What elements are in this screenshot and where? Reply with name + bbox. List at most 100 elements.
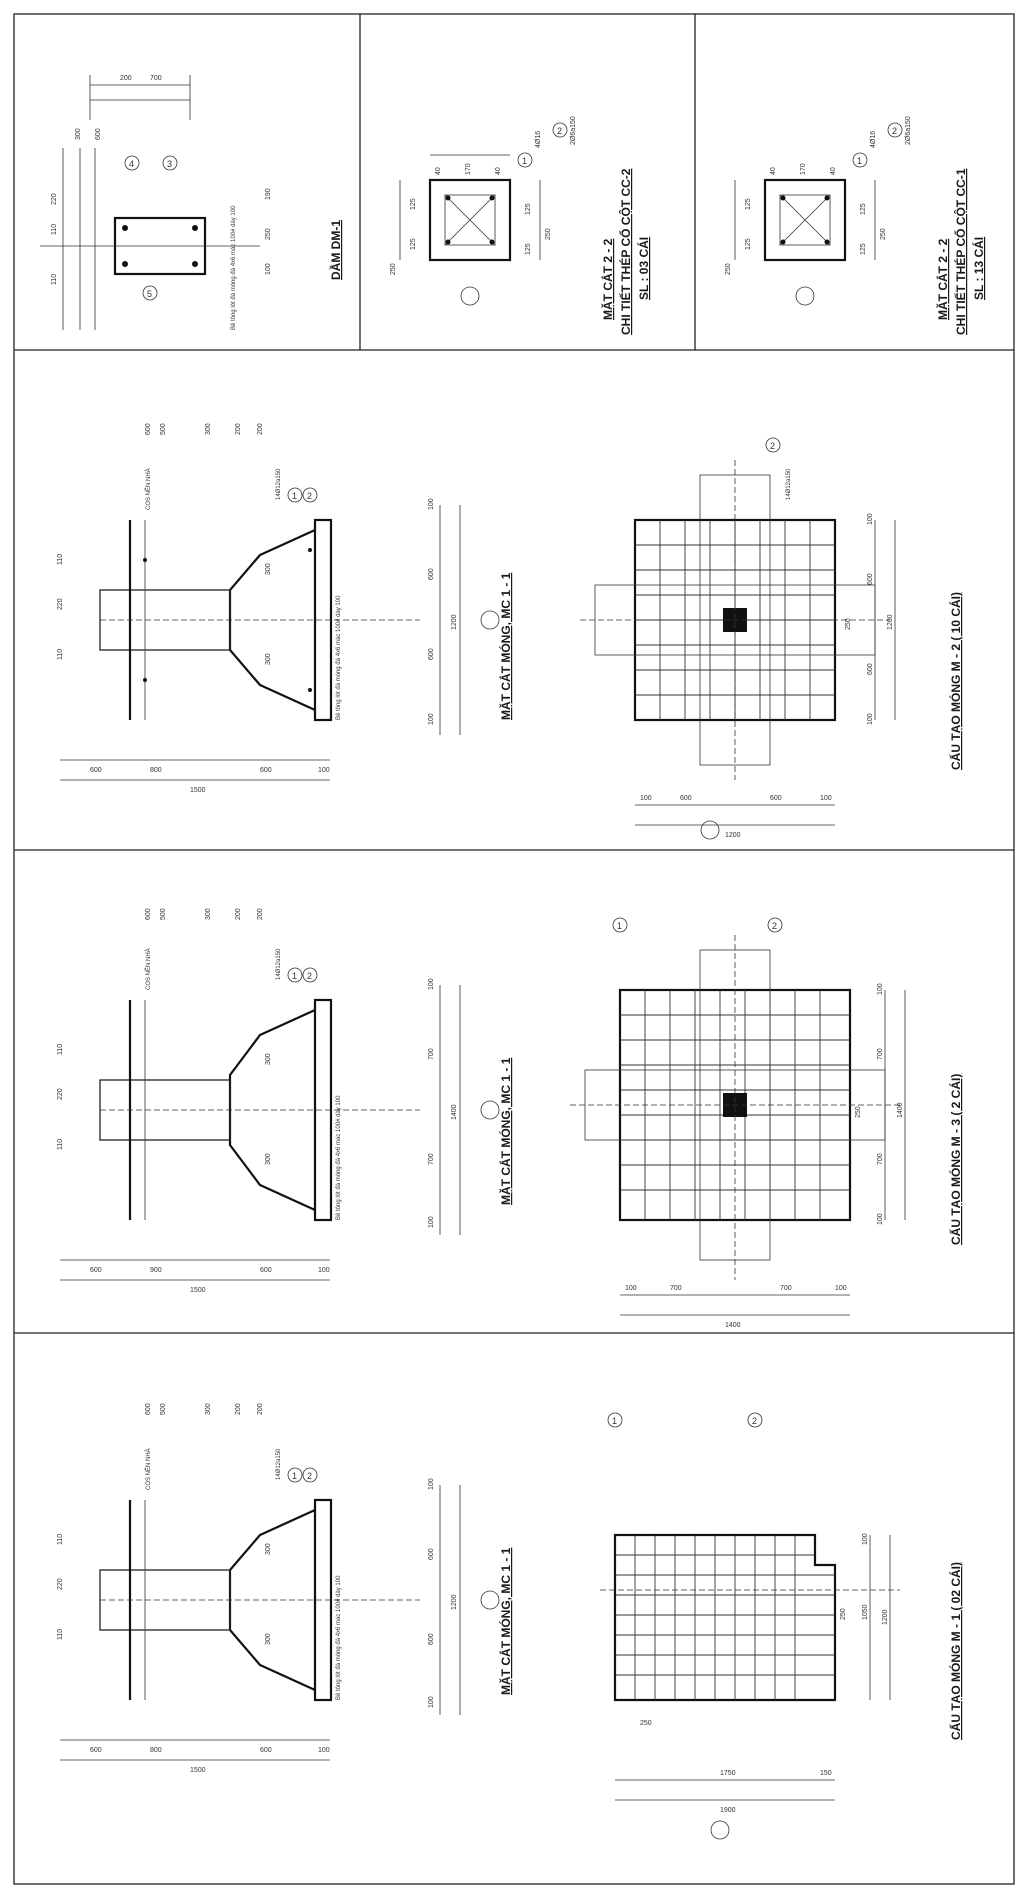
svg-text:200: 200 — [235, 423, 242, 435]
dim-label: 125 — [860, 203, 867, 215]
bar-marker: 1 — [292, 1471, 297, 1481]
column-section — [428, 178, 512, 262]
lean-concrete-note: Bê tông lót đá móng đá 4x6 mác 100# dày … — [336, 1095, 342, 1220]
dim-label: 250 — [545, 228, 552, 240]
dim-label: 125 — [525, 243, 532, 255]
dim-label: 250 — [265, 228, 272, 240]
svg-text:600: 600 — [90, 1267, 102, 1274]
dim-label: 300 — [75, 128, 82, 140]
svg-text:110: 110 — [57, 1139, 64, 1150]
svg-text:110: 110 — [57, 1629, 64, 1640]
svg-text:600: 600 — [90, 767, 102, 774]
svg-text:100: 100 — [625, 1285, 637, 1292]
dim-label: 125 — [745, 198, 752, 210]
section-dims: 100 700 700 100 1400 110 220 110 600 900… — [57, 908, 458, 1294]
level-label: COS NỀN NHÀ — [145, 948, 152, 990]
dim-label: 125 — [410, 238, 417, 250]
lean-concrete-note: Bê tông lót đá móng đá 4x6 mác 100# dày … — [336, 1575, 342, 1700]
dim-label: 170 — [465, 163, 472, 175]
level-label: COS NỀN NHÀ — [145, 1448, 152, 1490]
svg-text:600: 600 — [867, 573, 874, 585]
bar-marker: 2 — [557, 126, 562, 136]
svg-text:200: 200 — [235, 908, 242, 920]
dim-label: 250 — [880, 228, 887, 240]
dim-label: 125 — [745, 238, 752, 250]
svg-text:1500: 1500 — [190, 1287, 206, 1294]
bar-label: 3 — [167, 159, 172, 169]
svg-text:100: 100 — [428, 498, 435, 510]
svg-text:600: 600 — [867, 663, 874, 675]
svg-text:800: 800 — [150, 767, 162, 774]
svg-text:1050: 1050 — [862, 1604, 869, 1620]
svg-text:220: 220 — [57, 1088, 64, 1100]
svg-text:1200: 1200 — [725, 832, 741, 839]
column-section — [763, 178, 847, 262]
foundation-section-mc11-m3: 1 2 COS NỀN NHÀ 14Ø12a150 Bê tông lót đá… — [57, 908, 963, 1329]
bar-label: 5 — [147, 289, 152, 299]
bar-note: 14Ø12a150 — [276, 468, 282, 500]
svg-text:700: 700 — [780, 1285, 792, 1292]
svg-text:200: 200 — [257, 1403, 264, 1415]
svg-text:700: 700 — [877, 1153, 884, 1165]
dim-label: 250 — [390, 263, 397, 275]
plan-dims: 100 700 700 100 1400 250 100 700 700 100… — [625, 983, 904, 1329]
bar-label: 4 — [129, 159, 134, 169]
plan-title: CẤU TẠO MÓNG M - 2 ( 10 CÁI) — [948, 592, 963, 770]
bar-marker: 2 — [307, 491, 312, 501]
dim-label: 125 — [860, 243, 867, 255]
svg-text:300: 300 — [265, 653, 272, 665]
dim-label: 40 — [770, 167, 777, 175]
panel-title: MẶT CẮT 2 - 2 — [935, 238, 950, 320]
svg-text:100: 100 — [318, 1267, 330, 1274]
bar-marker: 1 — [612, 1416, 617, 1426]
bar-marker: 1 — [522, 156, 527, 166]
bar-marker: 1 — [617, 921, 622, 931]
dim-label: 110 — [51, 224, 58, 235]
svg-text:110: 110 — [57, 1534, 64, 1545]
svg-text:110: 110 — [57, 554, 64, 565]
column-cc2-detail: 2 1 4Ø16 2Ø6a150 250 125 125 40 170 40 2… — [390, 116, 651, 335]
svg-text:1200: 1200 — [887, 614, 894, 630]
svg-text:200: 200 — [257, 908, 264, 920]
foundation-section-mc11-m1: 1 2 COS NỀN NHÀ 14Ø12a150 Bê tông lót đá… — [57, 1403, 963, 1840]
dim-label: 700 — [150, 75, 162, 82]
bar-marker: 2 — [307, 1471, 312, 1481]
svg-text:600: 600 — [145, 908, 152, 920]
dim-label: 40 — [435, 167, 442, 175]
bar-note: 14Ø12a150 — [276, 948, 282, 980]
svg-text:250: 250 — [845, 618, 852, 630]
svg-text:600: 600 — [770, 795, 782, 802]
sheet-border — [13, 13, 1015, 1885]
dim-label: 200 — [120, 75, 132, 82]
panel-subtitle: CHI TIẾT THÉP CỔ CỘT CC-1 — [953, 168, 968, 335]
dim-label: 125 — [525, 203, 532, 215]
svg-text:200: 200 — [235, 1403, 242, 1415]
svg-text:1200: 1200 — [451, 614, 458, 630]
svg-text:500: 500 — [160, 908, 167, 920]
bar-note: 4Ø16 — [535, 131, 542, 148]
svg-text:1500: 1500 — [190, 1767, 206, 1774]
dim-label: 40 — [495, 167, 502, 175]
svg-text:100: 100 — [428, 1696, 435, 1708]
svg-text:700: 700 — [877, 1048, 884, 1060]
svg-text:300: 300 — [265, 1633, 272, 1645]
dim-label: 190 — [265, 188, 272, 200]
svg-text:100: 100 — [318, 767, 330, 774]
quantity-label: SL : 03 CÁI — [636, 237, 651, 300]
lean-concrete-note: Bê tông lót đá móng đá 4x6 mác 100# dày … — [336, 595, 342, 720]
svg-text:100: 100 — [862, 1533, 869, 1545]
svg-text:500: 500 — [160, 423, 167, 435]
dim-label: 110 — [51, 274, 58, 285]
svg-text:600: 600 — [145, 1403, 152, 1415]
svg-text:110: 110 — [57, 1044, 64, 1055]
dim-label: 100 — [265, 263, 272, 275]
svg-text:300: 300 — [205, 423, 212, 435]
svg-text:600: 600 — [260, 767, 272, 774]
bar-note: 2Ø6a150 — [905, 116, 912, 145]
footing-plan-m3 — [570, 935, 900, 1280]
svg-text:300: 300 — [205, 908, 212, 920]
svg-text:700: 700 — [428, 1153, 435, 1165]
dim-label: 40 — [830, 167, 837, 175]
svg-text:100: 100 — [640, 795, 652, 802]
